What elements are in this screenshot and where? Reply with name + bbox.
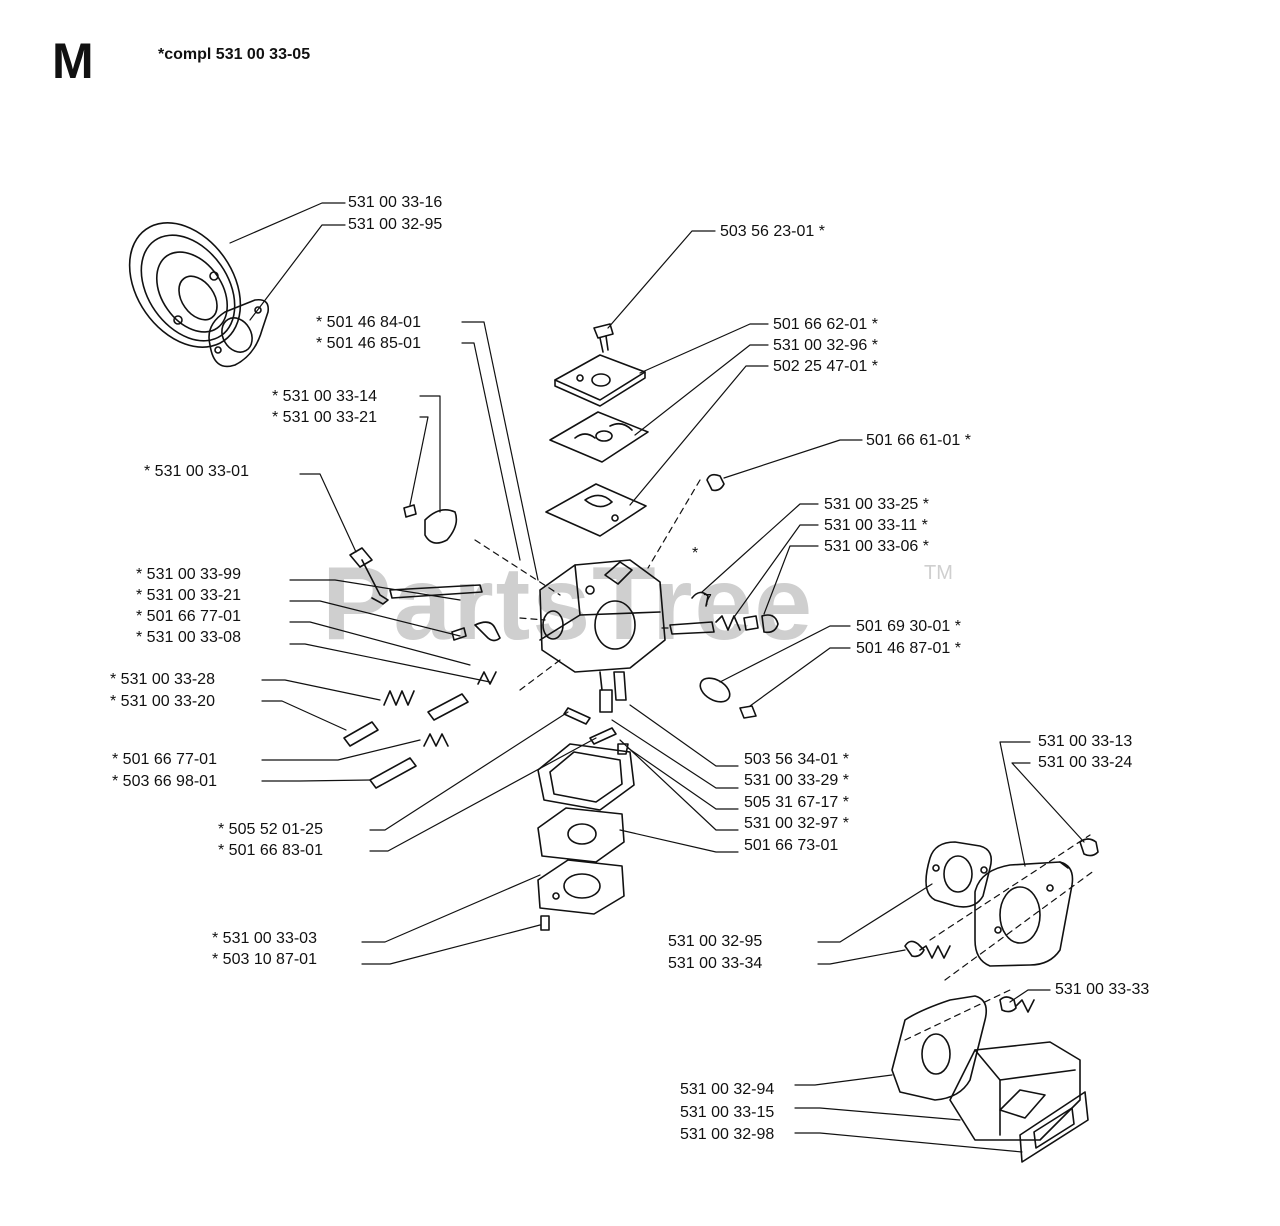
part-label: * 531 00 33-14: [272, 388, 377, 405]
part-label: 531 00 33-11 *: [824, 517, 928, 534]
part-label: 501 46 87-01 *: [856, 640, 961, 657]
small-screw-right: [739, 705, 757, 719]
part-label: 531 00 32-94: [680, 1081, 775, 1098]
metering-gasket: [537, 743, 635, 811]
idle-needle-spring: [383, 671, 497, 706]
part-label: 503 56 23-01 *: [720, 223, 825, 240]
section-letter: M: [52, 33, 94, 89]
part-label: * 503 66 98-01: [112, 773, 217, 790]
cover-screw: [540, 915, 550, 931]
throttle-screw: [403, 504, 417, 518]
pump-cover: [554, 354, 646, 407]
part-label: 502 25 47-01 *: [773, 358, 878, 375]
throttle-shaft: [349, 547, 483, 605]
top-screw: [593, 323, 614, 353]
part-label: * 501 66 77-01: [112, 751, 217, 768]
star-mark: *: [692, 545, 699, 562]
intake-gasket-right: [925, 841, 993, 908]
filter-gasket: [208, 298, 270, 368]
part-label: * 531 00 33-03: [212, 930, 317, 947]
part-label: * 531 00 33-99: [136, 566, 241, 583]
part-label: * 505 52 01-25: [218, 821, 323, 838]
part-label: * 531 00 33-28: [110, 671, 215, 688]
part-label: * 531 00 33-21: [272, 409, 377, 426]
adapter-flange: [974, 861, 1074, 967]
part-label: 505 31 67-17 *: [744, 794, 849, 811]
part-label: 531 00 33-29 *: [744, 772, 849, 789]
part-label: 503 56 34-01 *: [744, 751, 849, 768]
carburetor-body: [539, 559, 666, 691]
part-label: 531 00 32-95: [668, 933, 763, 950]
part-label: * 501 66 77-01: [136, 608, 241, 625]
choke-lever: [451, 621, 501, 642]
muffler-gasket: [891, 995, 988, 1101]
mounting-screw-right: [904, 940, 951, 959]
part-label: 531 00 32-97 *: [744, 815, 849, 832]
part-label: 531 00 32-95: [348, 216, 443, 233]
inlet-cap: [706, 473, 725, 492]
metering-diaphragm: [537, 807, 625, 863]
part-label: 531 00 32-98: [680, 1126, 775, 1143]
part-label: 531 00 33-13: [1038, 733, 1133, 750]
seven-mark: 7: [703, 592, 712, 609]
part-label: * 531 00 33-01: [144, 463, 249, 480]
part-label: 531 00 33-33: [1055, 981, 1150, 998]
part-label: * 501 46 85-01: [316, 335, 421, 352]
pump-gasket: [545, 483, 647, 537]
part-label: 531 00 32-96 *: [773, 337, 878, 354]
muffler-plate: [1019, 1091, 1089, 1163]
watermark-trademark: TM: [924, 562, 953, 584]
part-label: 531 00 33-06 *: [824, 538, 929, 555]
part-label: * 503 10 87-01: [212, 951, 317, 968]
leader-lines: [229, 202, 1096, 1153]
watermark: PartsTree: [322, 546, 815, 662]
part-label: * 531 00 33-20: [110, 693, 215, 710]
muffler-body: [949, 1041, 1081, 1141]
part-label: * 531 00 33-21: [136, 587, 241, 604]
complete-assembly-number: *compl 531 00 33-05: [158, 46, 311, 63]
part-label: 531 00 33-16: [348, 194, 443, 211]
needle-valves: [343, 693, 469, 789]
inlet-needle-assembly: [669, 591, 779, 635]
nut-right: [999, 838, 1099, 1013]
part-label: 501 66 73-01: [744, 837, 839, 854]
part-label: 531 00 33-34: [668, 955, 763, 972]
metering-cover: [537, 859, 625, 915]
part-label: * 531 00 33-08: [136, 629, 241, 646]
part-label: 531 00 33-25 *: [824, 496, 929, 513]
part-label: 531 00 33-15: [680, 1104, 775, 1121]
part-label: * 501 66 83-01: [218, 842, 323, 859]
part-label: 501 66 61-01 *: [866, 432, 971, 449]
pump-diaphragm: [549, 411, 649, 463]
part-label: 501 69 30-01 *: [856, 618, 961, 635]
part-label: 531 00 33-24: [1038, 754, 1133, 771]
air-filter-cover: [128, 222, 242, 348]
welch-plugs: [563, 671, 629, 755]
throttle-valve: [424, 509, 458, 544]
part-label: * 501 46 84-01: [316, 314, 421, 331]
part-label: 501 66 62-01 *: [773, 316, 878, 333]
